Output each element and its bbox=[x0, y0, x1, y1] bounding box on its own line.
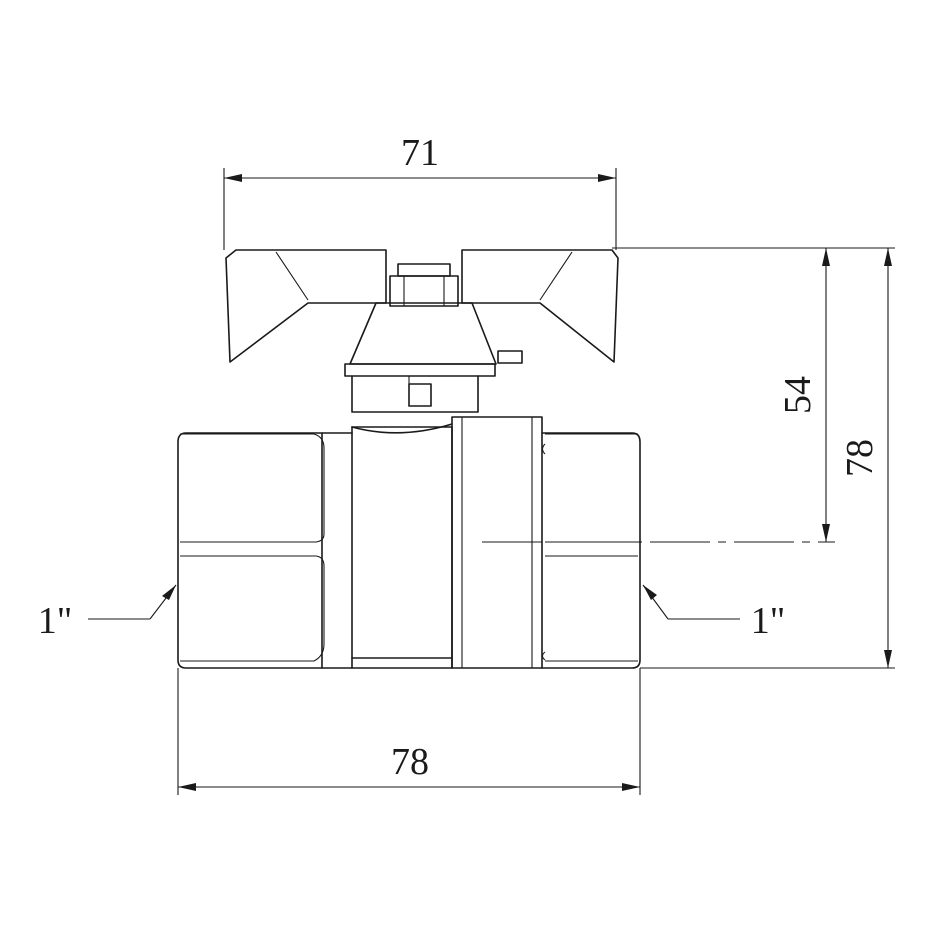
dimension-handle-width bbox=[223, 168, 617, 250]
dimension-label-overall-height: 78 bbox=[839, 439, 881, 477]
handle-hub bbox=[344, 302, 497, 377]
thread-label-left: 1" bbox=[38, 600, 73, 642]
thread-label-right: 1" bbox=[751, 600, 786, 642]
stem-nut bbox=[389, 263, 459, 307]
dimension-center-height bbox=[822, 248, 830, 542]
thread-leader-left bbox=[88, 584, 177, 620]
dimension-label-handle-width: 71 bbox=[401, 132, 439, 174]
stem-neck bbox=[351, 375, 479, 413]
dimension-label-overall-length: 78 bbox=[391, 741, 429, 783]
dimension-overall-length bbox=[177, 668, 641, 795]
dimension-label-center-height: 54 bbox=[777, 376, 819, 414]
dimension-overall-height bbox=[884, 248, 892, 668]
thread-leader-right bbox=[642, 584, 740, 620]
